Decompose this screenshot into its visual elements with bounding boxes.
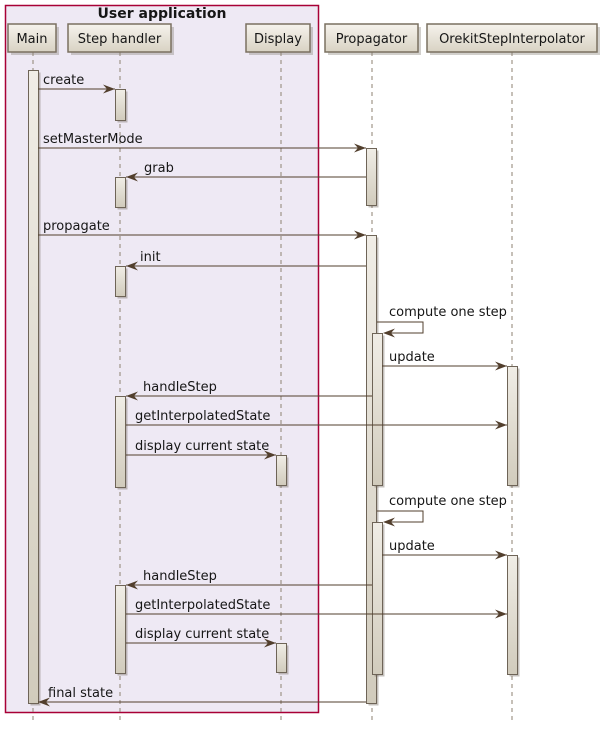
self-message-line	[377, 510, 424, 523]
message-label: propagate	[43, 219, 110, 234]
message-getinterpolatedstate: getInterpolatedState	[126, 409, 507, 430]
participant-propagator: Propagator	[324, 23, 421, 55]
participant-main-box	[7, 23, 57, 53]
message-grab: grab	[126, 161, 366, 182]
frame-user-application	[4, 4, 320, 714]
activation-orekitstepinterpolator	[507, 555, 518, 675]
message-label: create	[43, 73, 84, 88]
message-compute-one-step: compute one step	[377, 305, 507, 338]
message-display-current-state: display current state	[126, 627, 276, 648]
participant-main-label: Main	[16, 32, 47, 47]
participant-orekitstepinterpolator: OrekitStepInterpolator	[426, 23, 600, 55]
message-getinterpolatedstate: getInterpolatedState	[126, 598, 507, 619]
participant-display-box	[245, 23, 311, 53]
message-handlestep: handleStep	[126, 569, 372, 590]
arrowhead-left	[126, 391, 138, 401]
message-label: compute one step	[389, 305, 507, 320]
participant-step-handler: Step handler	[67, 23, 174, 55]
arrowhead-right	[264, 450, 276, 460]
activation-main	[28, 70, 39, 704]
arrowhead-right	[495, 420, 507, 430]
arrowhead-right	[354, 143, 366, 153]
message-label: init	[140, 250, 161, 265]
message-label: display current state	[135, 439, 269, 454]
participant-display-label: Display	[254, 32, 302, 47]
message-propagate: propagate	[38, 219, 366, 240]
message-final-state: final state	[38, 686, 366, 707]
message-label: compute one step	[389, 494, 507, 509]
arrowhead-left	[126, 261, 138, 271]
activation-step-handler	[115, 266, 126, 297]
arrowhead-right	[264, 638, 276, 648]
message-label: update	[389, 539, 435, 554]
activations-layer	[28, 70, 520, 706]
participant-step-handler-box	[67, 23, 172, 53]
activation-step-handler	[115, 177, 126, 208]
arrowhead-right	[354, 230, 366, 240]
activation-propagator-nested	[372, 522, 383, 675]
message-update: update	[382, 539, 507, 560]
message-label: setMasterMode	[43, 132, 143, 147]
activation-propagator	[366, 148, 377, 206]
participants-layer: Main Step handler Display Propagator Ore	[7, 23, 600, 55]
participant-step-handler-label: Step handler	[78, 32, 162, 47]
arrowhead-left	[126, 172, 138, 182]
participant-propagator-label: Propagator	[336, 32, 408, 47]
activation-display	[276, 643, 287, 673]
message-compute-one-step: compute one step	[377, 494, 507, 527]
arrowhead-left	[383, 517, 395, 527]
self-message-line	[377, 321, 424, 334]
message-label: update	[389, 350, 435, 365]
arrowhead-right	[495, 609, 507, 619]
participant-main: Main	[7, 23, 59, 55]
participant-orekitstepinterpolator-box	[426, 23, 598, 53]
activation-propagator-nested	[372, 333, 383, 486]
arrowhead-right	[495, 550, 507, 560]
message-handlestep: handleStep	[126, 380, 372, 401]
participant-orekitstepinterpolator-label: OrekitStepInterpolator	[439, 32, 585, 47]
message-create: create	[38, 73, 115, 94]
message-label: final state	[48, 686, 113, 701]
message-display-current-state: display current state	[126, 439, 276, 460]
message-label: grab	[144, 161, 174, 176]
activation-step-handler	[115, 585, 126, 674]
message-setmastermode: setMasterMode	[38, 132, 366, 153]
activation-display	[276, 455, 287, 486]
arrowhead-left	[383, 328, 395, 338]
arrowhead-right	[103, 84, 115, 94]
message-label: handleStep	[143, 569, 217, 584]
participant-propagator-box	[324, 23, 419, 53]
activation-step-handler	[115, 89, 126, 121]
arrowhead-left	[38, 697, 50, 707]
message-label: getInterpolatedState	[135, 598, 270, 613]
message-label: display current state	[135, 627, 269, 642]
arrowhead-left	[126, 580, 138, 590]
frame-title: User application	[98, 6, 227, 22]
message-label: handleStep	[143, 380, 217, 395]
participant-display: Display	[245, 23, 313, 55]
message-label: getInterpolatedState	[135, 409, 270, 424]
activation-orekitstepinterpolator	[507, 366, 518, 486]
message-init: init	[126, 250, 366, 271]
message-update: update	[382, 350, 507, 371]
activation-step-handler	[115, 396, 126, 488]
arrowhead-right	[495, 361, 507, 371]
